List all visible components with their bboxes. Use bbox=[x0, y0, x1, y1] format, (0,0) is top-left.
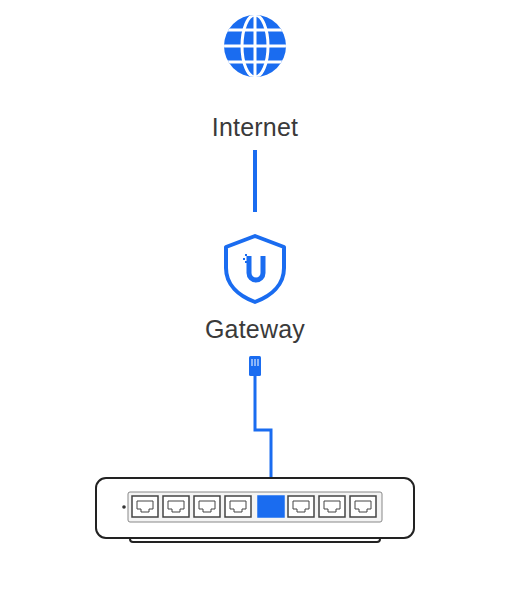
network-link bbox=[255, 150, 256, 212]
globe-icon bbox=[222, 14, 288, 78]
network-node: Gateway bbox=[195, 212, 315, 347]
shield-icon bbox=[226, 236, 284, 302]
node-label: Gateway bbox=[175, 314, 335, 344]
ethernet-plug bbox=[249, 356, 261, 376]
network-node: Internet bbox=[195, 10, 315, 150]
node-label: Internet bbox=[175, 112, 335, 142]
switch-device bbox=[96, 478, 414, 542]
